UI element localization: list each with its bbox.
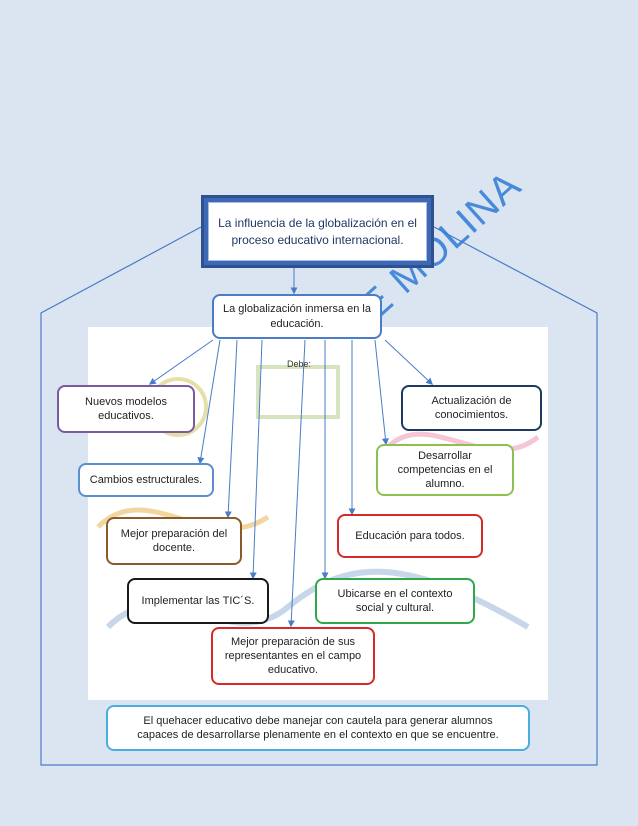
title-text: La influencia de la globalización en el … [208,202,427,261]
node-educacion-todos: Educación para todos. [337,514,483,558]
node-ubicarse-contexto: Ubicarse en el contexto social y cultura… [315,578,475,624]
node-representantes: Mejor preparación de sus representantes … [211,627,375,685]
center-node: La globalización inmersa en la educación… [212,294,382,339]
node-mejor-docente: Mejor preparación del docente. [106,517,242,565]
node-nuevos-modelos: Nuevos modelos educativos. [57,385,195,433]
node-implementar-tics: Implementar las TIC´S. [127,578,269,624]
conclusion-node: El quehacer educativo debe manejar con c… [106,705,530,751]
connector-label: Debe: [287,359,312,369]
title-node: La influencia de la globalización en el … [201,195,434,268]
node-desarrollar-competencias: Desarrollar competencias en el alumno. [376,444,514,496]
node-actualizacion: Actualización de conocimientos. [401,385,542,431]
node-cambios-estructurales: Cambios estructurales. [78,463,214,497]
